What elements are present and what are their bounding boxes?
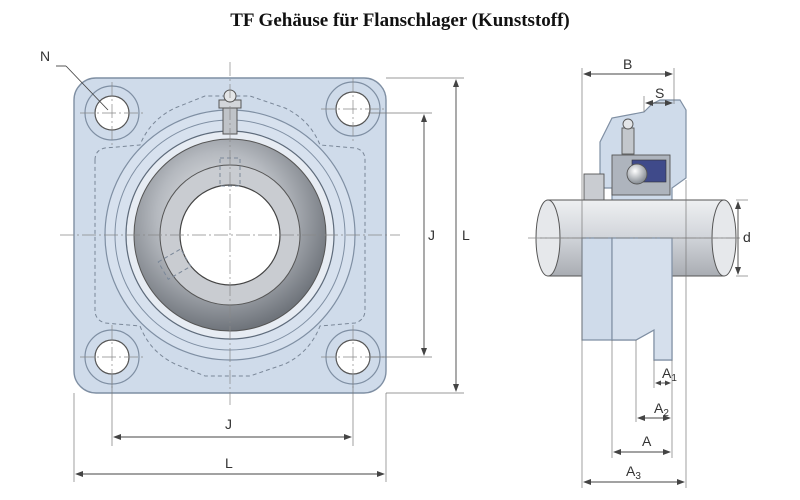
bearing-ball: [626, 163, 648, 185]
diagram-title: TF Gehäuse für Flanschlager (Kunststoff): [230, 10, 570, 31]
label-j-vertical: J: [428, 227, 435, 243]
label-s: S: [655, 85, 664, 101]
set-screw-collar: [583, 173, 605, 201]
label-j-horizontal: J: [225, 416, 232, 432]
label-l-horizontal: L: [225, 455, 233, 471]
label-n: N: [40, 48, 50, 64]
front-view: N J L J L: [40, 48, 470, 482]
label-l-vertical: L: [462, 227, 470, 243]
grease-nipple-side-icon: [621, 118, 635, 155]
side-view: B S d A1 A2 A A3: [528, 56, 751, 488]
set-screw-hidden-2: [157, 248, 192, 280]
housing-rib-outline: [94, 95, 366, 377]
label-b: B: [623, 56, 632, 72]
label-a: A: [642, 433, 652, 449]
label-a2: A2: [654, 400, 669, 419]
label-a3: A3: [626, 463, 641, 482]
label-d: d: [743, 229, 751, 245]
label-a1: A1: [662, 365, 677, 384]
